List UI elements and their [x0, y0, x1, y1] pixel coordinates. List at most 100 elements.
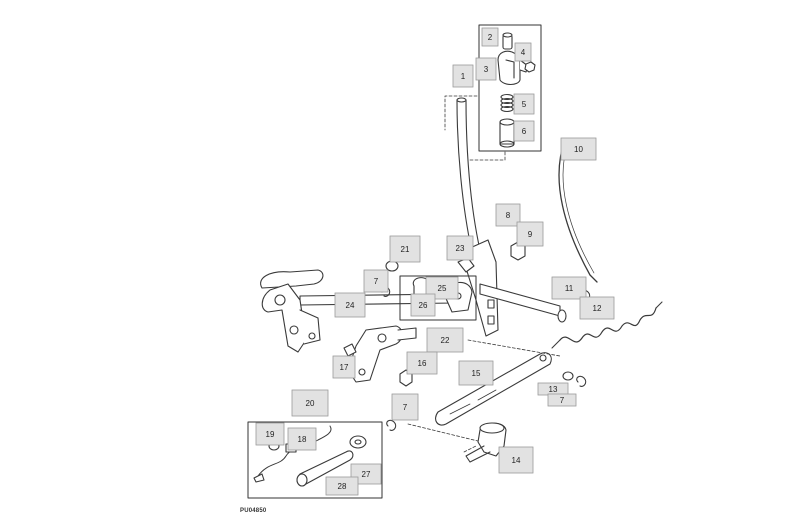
callout-label: 13 [549, 385, 558, 394]
figure-code: PU04850 [240, 508, 267, 514]
callout-box [579, 296, 615, 320]
callout-label: 10 [574, 145, 583, 154]
leader-line [461, 151, 506, 161]
callout-19: 19 [255, 422, 285, 446]
callout-label: 20 [306, 399, 315, 408]
clip-part [386, 419, 397, 431]
cable-part [558, 139, 598, 283]
callout-label: 3 [484, 65, 489, 74]
callout-box [481, 27, 499, 47]
callout-box [475, 57, 497, 81]
callout-label: 8 [506, 211, 511, 220]
callout-10: 10 [560, 137, 597, 161]
callout-15: 15 [458, 360, 494, 386]
callout-12: 12 [579, 296, 615, 320]
callout-label: 12 [593, 304, 602, 313]
callout-label: 16 [418, 359, 427, 368]
callout-box [334, 292, 366, 318]
leader-line [407, 423, 483, 443]
callout-box [458, 360, 494, 386]
callout-box [426, 327, 464, 353]
callout-box [495, 203, 521, 227]
callout-label: 23 [456, 244, 465, 253]
callout-box [560, 137, 597, 161]
callout-23: 23 [446, 235, 474, 261]
clip-part [576, 375, 587, 387]
inset-box-top [478, 24, 542, 152]
callout-27: 27 [350, 463, 382, 485]
pin-part [502, 32, 513, 50]
callout-label: 28 [338, 482, 347, 491]
callout-label: 25 [438, 284, 447, 293]
pedal-bracket [260, 269, 324, 353]
callout-18: 18 [287, 427, 317, 451]
spring-part [500, 93, 514, 113]
callout-label: 2 [488, 33, 493, 42]
callout-label: 27 [362, 470, 371, 479]
callout-24: 24 [334, 292, 366, 318]
callout-box [391, 393, 419, 421]
callout-box [255, 422, 285, 446]
callout-box [551, 276, 587, 300]
callout-7: 7 [391, 393, 419, 421]
callout-3: 3 [475, 57, 497, 81]
callout-8: 8 [495, 203, 521, 227]
callout-box [287, 427, 317, 451]
callout-label: 14 [512, 456, 521, 465]
callout-box [513, 93, 535, 115]
callout-label: 21 [401, 245, 410, 254]
callout-box [547, 393, 577, 407]
callout-box [514, 42, 532, 62]
callout-21: 21 [389, 235, 421, 263]
gear-part [349, 435, 367, 449]
callout-box [452, 64, 474, 88]
callout-28: 28 [325, 476, 359, 496]
callout-label: 22 [441, 336, 450, 345]
callout-5: 5 [513, 93, 535, 115]
callout-box [389, 235, 421, 263]
callout-box [425, 276, 459, 300]
callout-17: 17 [332, 355, 356, 379]
callout-11: 11 [551, 276, 587, 300]
leader-line [444, 95, 478, 131]
callout-box [406, 351, 438, 375]
bushing-part [385, 260, 399, 272]
callout-box [513, 120, 535, 142]
parts-drawing [247, 24, 663, 499]
callout-label: 17 [340, 363, 349, 372]
callout-16: 16 [406, 351, 438, 375]
callout-label: 9 [528, 230, 533, 239]
callout-label: 4 [521, 48, 526, 57]
callout-7: 7 [363, 269, 389, 293]
callout-box [516, 221, 544, 247]
callout-22: 22 [426, 327, 464, 353]
callout-label: 7 [374, 277, 379, 286]
spring-part [551, 301, 663, 349]
callout-label: 11 [565, 284, 574, 293]
callout-1: 1 [452, 64, 474, 88]
leader-line [463, 445, 477, 453]
callout-box [332, 355, 356, 379]
callout-label: 6 [522, 127, 527, 136]
shaft-part [296, 450, 354, 487]
callout-box [325, 476, 359, 496]
sleeve-part [499, 118, 515, 148]
callout-6: 6 [513, 120, 535, 142]
callout-label: 24 [346, 301, 355, 310]
link-part [435, 352, 552, 426]
inset-box-bottom [247, 421, 383, 499]
callout-label: 19 [266, 430, 275, 439]
inset-box-middle [399, 275, 477, 321]
callout-label: 7 [403, 403, 408, 412]
callout-label: 1 [461, 72, 466, 81]
callout-26: 26 [410, 293, 436, 317]
callout-9: 9 [516, 221, 544, 247]
callout-box [498, 446, 534, 474]
callout-25: 25 [425, 276, 459, 300]
nut-part [524, 61, 536, 73]
callout-label: 5 [522, 100, 527, 109]
washer-part [562, 371, 574, 381]
callout-label: 15 [472, 369, 481, 378]
